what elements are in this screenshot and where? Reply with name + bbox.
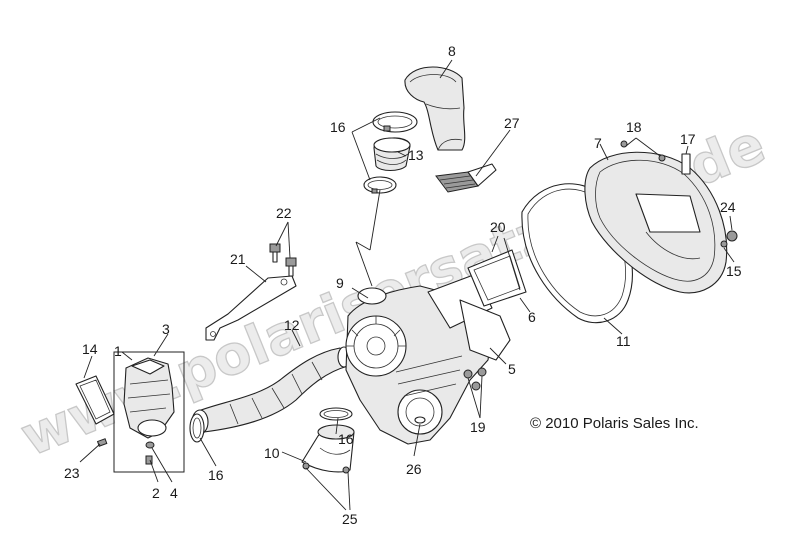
- callout-8: 8: [448, 43, 456, 59]
- callout-26: 26: [406, 461, 422, 477]
- part-clamp-upper: [372, 111, 418, 133]
- callout-21: 21: [230, 251, 246, 267]
- callout-14: 14: [82, 341, 98, 357]
- leader-lines: [79, 59, 735, 511]
- callout-12: 12: [284, 317, 300, 333]
- part-clamp-mid: [363, 176, 397, 194]
- callout-6: 6: [528, 309, 536, 325]
- part-intake-duct: [404, 66, 466, 151]
- callout-9: 9: [336, 275, 344, 291]
- callout-24: 24: [720, 199, 736, 215]
- callout-22: 22: [276, 205, 292, 221]
- callout-20: 20: [490, 219, 506, 235]
- callout-17: 17: [680, 131, 696, 147]
- callout-27: 27: [504, 115, 520, 131]
- part-clamp-left: [189, 413, 205, 443]
- callout-2: 2: [152, 485, 160, 501]
- callout-13: 13: [408, 147, 424, 163]
- copyright-notice: © 2010 Polaris Sales Inc.: [530, 415, 699, 432]
- callout-16-lower: 16: [338, 431, 354, 447]
- callout-19: 19: [470, 419, 486, 435]
- callout-4: 4: [170, 485, 178, 501]
- callout-5: 5: [508, 361, 516, 377]
- callout-25: 25: [342, 511, 358, 527]
- callouts: 8 16 13 27 22 21 9 12 3 1 14 23 2 4 16 1…: [64, 43, 742, 527]
- part-air-box: [113, 351, 185, 473]
- callout-1: 1: [114, 343, 122, 359]
- part-filter-pad: [75, 375, 115, 425]
- part-outer-cover: [584, 151, 728, 294]
- callout-3: 3: [162, 321, 170, 337]
- part-side-plate: [459, 299, 511, 361]
- callout-15: 15: [726, 263, 742, 279]
- callout-18: 18: [626, 119, 642, 135]
- part-washer: [414, 416, 426, 424]
- callout-23: 23: [64, 465, 80, 481]
- callout-10: 10: [264, 445, 280, 461]
- part-bolts: [269, 243, 297, 277]
- callout-16-left: 16: [208, 467, 224, 483]
- part-boot: [373, 137, 411, 172]
- part-small-fastener: [720, 240, 728, 248]
- part-small-screws: [620, 140, 666, 162]
- part-clip: [681, 153, 691, 175]
- part-vent-screen: [435, 163, 497, 193]
- part-clamp-lower: [319, 407, 353, 421]
- part-nut: [726, 230, 738, 242]
- part-bracket: [205, 275, 297, 341]
- callout-7: 7: [594, 135, 602, 151]
- callout-16-upper: 16: [330, 119, 346, 135]
- callout-11: 11: [616, 333, 631, 349]
